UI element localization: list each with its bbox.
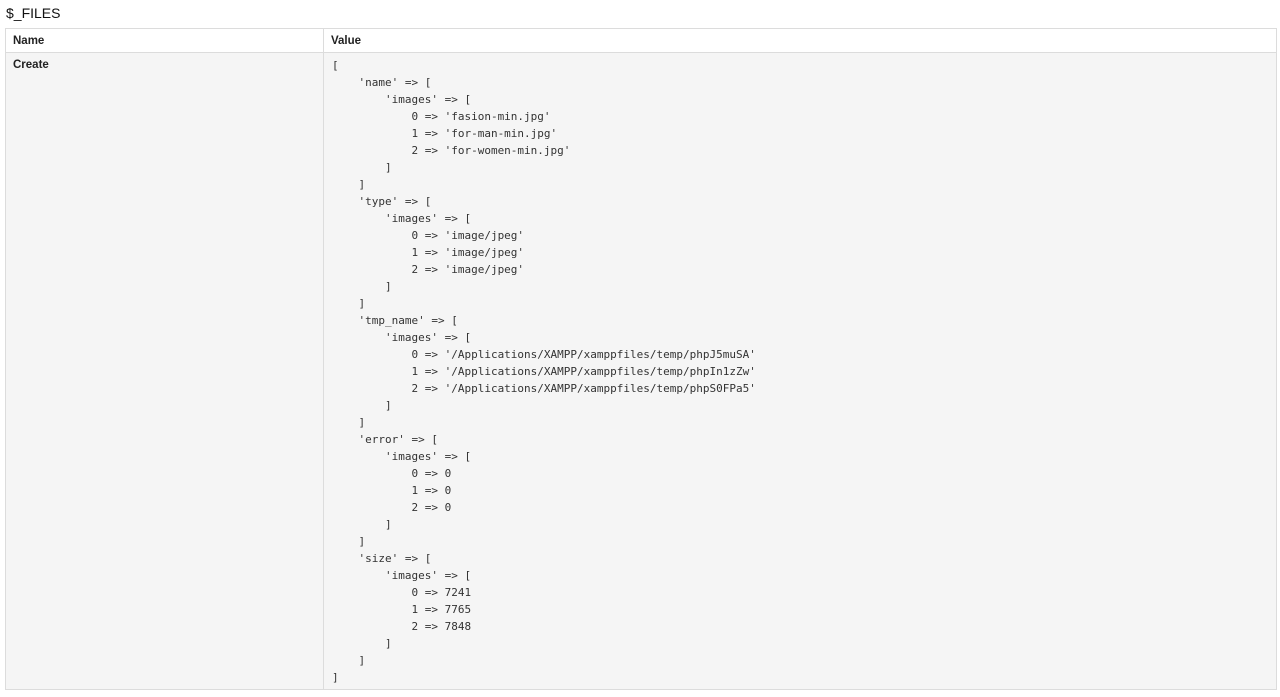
code-line: 2 => 'image/jpeg' <box>332 263 525 276</box>
code-line: 'size' => [ <box>332 552 432 565</box>
code-line: 0 => 'image/jpeg' <box>332 229 525 242</box>
code-line: ] <box>332 535 366 548</box>
code-line: ] <box>332 297 366 310</box>
table-header-row: Name Value <box>5 28 1277 53</box>
code-line: ] <box>332 416 366 429</box>
code-line: 'images' => [ <box>332 331 472 344</box>
code-line: 1 => 'for-man-min.jpg' <box>332 127 558 140</box>
code-line: ] <box>332 178 366 191</box>
code-line: 'images' => [ <box>332 212 472 225</box>
code-line: [ <box>332 59 339 72</box>
section-title: $_FILES <box>6 5 61 21</box>
code-line: 'images' => [ <box>332 569 472 582</box>
code-line: 'images' => [ <box>332 450 472 463</box>
row-name-cell: Create <box>5 52 324 690</box>
row-value-cell: [ 'name' => [ 'images' => [ 0 => 'fasion… <box>323 52 1277 690</box>
code-line: ] <box>332 671 339 684</box>
code-line: 'tmp_name' => [ <box>332 314 458 327</box>
code-line: 2 => '/Applications/XAMPP/xamppfiles/tem… <box>332 382 756 395</box>
code-line: ] <box>332 399 392 412</box>
code-line: 1 => 'image/jpeg' <box>332 246 525 259</box>
code-line: 0 => '/Applications/XAMPP/xamppfiles/tem… <box>332 348 756 361</box>
code-line: 1 => 0 <box>332 484 452 497</box>
code-line: 2 => 7848 <box>332 620 472 633</box>
code-line: 2 => 0 <box>332 501 452 514</box>
code-line: 2 => 'for-women-min.jpg' <box>332 144 571 157</box>
code-line: ] <box>332 280 392 293</box>
code-line: 0 => 0 <box>332 467 452 480</box>
column-header-value: Value <box>323 28 1277 53</box>
code-line: ] <box>332 518 392 531</box>
files-dump-table: Name Value Create [ 'name' => [ 'images'… <box>5 28 1277 690</box>
table-row: Create [ 'name' => [ 'images' => [ 0 => … <box>5 52 1277 690</box>
code-line: 'error' => [ <box>332 433 438 446</box>
code-line: 'name' => [ <box>332 76 432 89</box>
code-line: ] <box>332 654 366 667</box>
value-code-block: [ 'name' => [ 'images' => [ 0 => 'fasion… <box>332 57 1276 686</box>
code-line: 1 => '/Applications/XAMPP/xamppfiles/tem… <box>332 365 756 378</box>
code-line: ] <box>332 161 392 174</box>
column-header-name: Name <box>5 28 324 53</box>
code-line: ] <box>332 637 392 650</box>
code-line: 'images' => [ <box>332 93 472 106</box>
code-line: 0 => 'fasion-min.jpg' <box>332 110 551 123</box>
code-line: 1 => 7765 <box>332 603 472 616</box>
code-line: 0 => 7241 <box>332 586 472 599</box>
code-line: 'type' => [ <box>332 195 432 208</box>
